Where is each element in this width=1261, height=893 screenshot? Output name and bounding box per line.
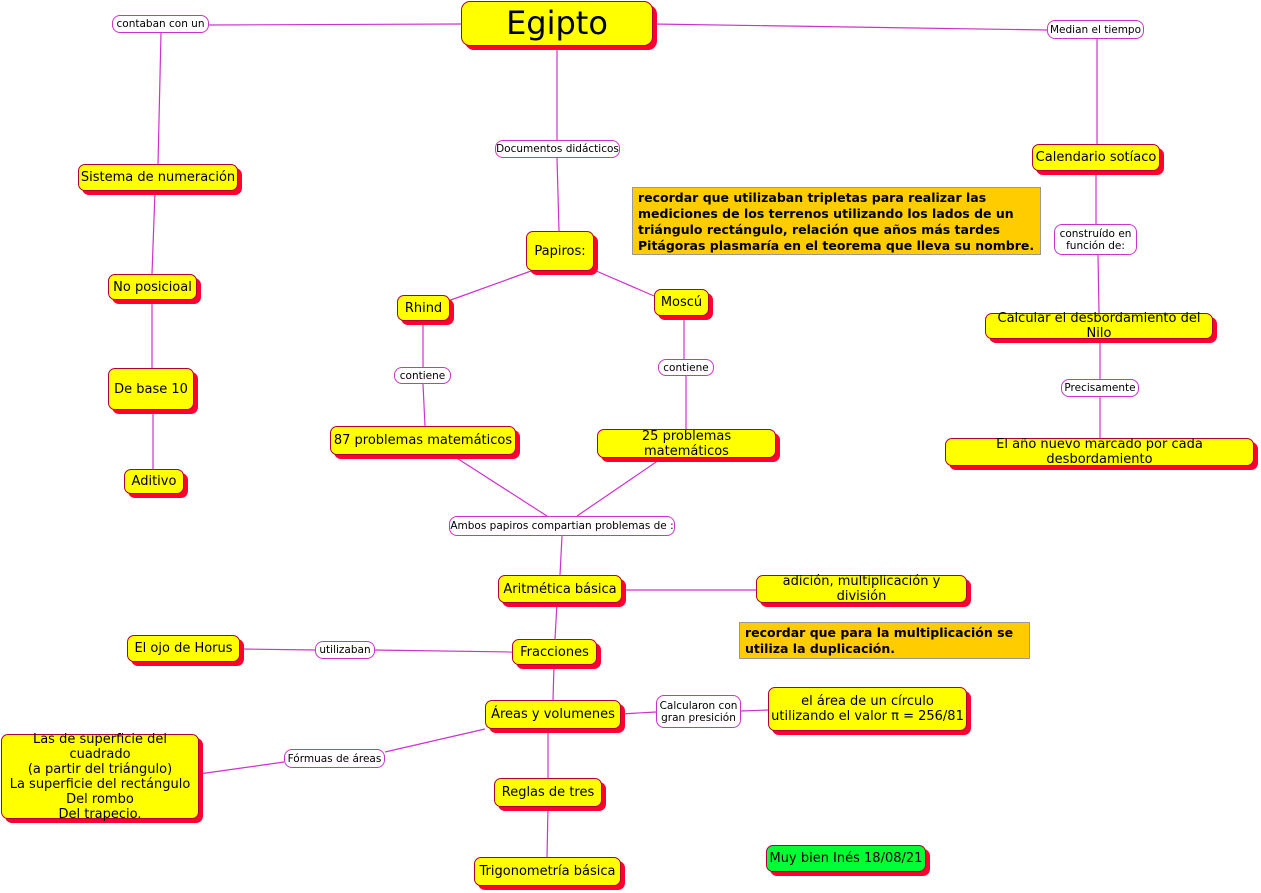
- link-precisamente: Precisamente: [1061, 379, 1139, 397]
- connector-line: [740, 709, 769, 712]
- node-anio-nuevo[interactable]: El año nuevo marcado por cada desbordami…: [945, 437, 1254, 467]
- connector-line: [556, 157, 560, 232]
- connector-line: [1097, 254, 1100, 314]
- title-node-egipto[interactable]: Egipto: [461, 1, 653, 46]
- node-no-posicional[interactable]: No posicioal: [108, 274, 197, 300]
- connector-line: [554, 602, 558, 640]
- link-utilizaban: utilizaban: [315, 641, 375, 659]
- connector-line: [593, 269, 655, 297]
- connector-line: [559, 535, 563, 576]
- link-contiene-moscu: contiene: [658, 359, 714, 376]
- node-reglas-de-tres[interactable]: Reglas de tres: [494, 778, 602, 807]
- node-sistema-numeracion[interactable]: Sistema de numeración: [78, 164, 238, 191]
- connector-line: [208, 23, 462, 26]
- connector-line: [198, 761, 285, 775]
- connector-line: [447, 270, 532, 302]
- node-fracciones[interactable]: Fracciones: [512, 639, 597, 665]
- node-87-problemas[interactable]: 87 problemas matemáticos: [330, 426, 516, 455]
- link-calcularon: Calcularon con gran presición: [656, 695, 741, 728]
- link-construido-en-funcion: construído en función de:: [1054, 224, 1137, 255]
- node-calendario-sotiaco[interactable]: Calendario sotíaco: [1032, 144, 1160, 171]
- connector-line: [151, 190, 156, 275]
- connector-line: [620, 711, 657, 715]
- node-aditivo[interactable]: Aditivo: [124, 469, 184, 494]
- node-25-problemas[interactable]: 25 problemas matemáticos: [597, 429, 776, 459]
- note-multiplicacion: recordar que para la multiplicación se u…: [739, 622, 1030, 659]
- node-rhind[interactable]: Rhind: [397, 295, 450, 321]
- node-base-10[interactable]: De base 10: [108, 368, 194, 410]
- connector-line: [384, 728, 486, 753]
- node-trigonometria[interactable]: Trigonometría básica: [474, 857, 621, 886]
- link-documentos-didacticos: Documentos didácticos: [495, 140, 620, 158]
- link-median-el-tiempo: Median el tiempo: [1047, 20, 1144, 39]
- link-ambos-papiros: Ambos papiros compartian problemas de :: [449, 516, 675, 536]
- link-contiene-rhind: contiene: [394, 367, 451, 384]
- connector-line: [239, 648, 316, 651]
- connector-line: [157, 32, 162, 165]
- node-moscu[interactable]: Moscú: [654, 289, 709, 316]
- connector-line: [652, 23, 1048, 31]
- note-tripletas: recordar que utilizaban tripletas para r…: [632, 187, 1041, 255]
- node-papiros[interactable]: Papiros:: [526, 231, 594, 271]
- feedback-badge: Muy bien Inés 18/08/21: [766, 845, 926, 872]
- node-aritmetica-basica[interactable]: Aritmética básica: [498, 575, 622, 603]
- connector-line: [451, 454, 548, 517]
- node-operaciones[interactable]: adición, multiplicación y división: [756, 574, 967, 604]
- node-superficies[interactable]: Las de superficie del cuadrado (a partir…: [1, 732, 199, 822]
- connector-line: [576, 457, 663, 517]
- connector-line: [552, 664, 555, 701]
- link-contaban-con-un: contaban con un: [112, 15, 209, 33]
- link-formulas-areas: Fórmuas de áreas: [284, 749, 385, 768]
- node-area-circulo[interactable]: el área de un círculo utilizando el valo…: [768, 687, 967, 731]
- node-ojo-horus[interactable]: El ojo de Horus: [127, 635, 240, 662]
- node-areas-volumenes[interactable]: Áreas y volumenes: [485, 700, 621, 729]
- connector-line: [546, 806, 549, 858]
- node-desbordamiento-nilo[interactable]: Calcular el desbordamiento del Nilo: [985, 311, 1213, 341]
- connector-line: [374, 649, 513, 653]
- connector-line: [422, 383, 426, 427]
